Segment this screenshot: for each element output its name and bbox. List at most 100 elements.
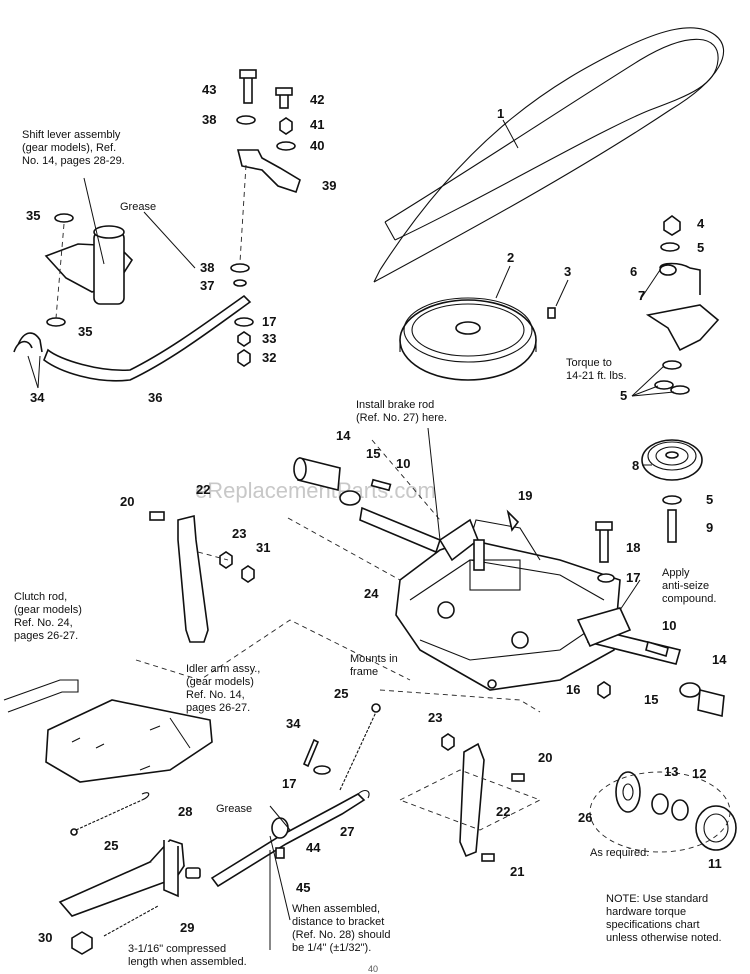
callout-8: 8 [632,458,639,473]
callout-13: 13 [664,764,678,779]
spring-25-mid [339,703,381,791]
callout-34: 34 [30,390,45,405]
note-grease-top: Grease [120,201,156,213]
svg-text:Torque to: Torque to [566,357,612,369]
note-torque-chart: NOTE: Use standard hardware torque speci… [606,893,722,944]
svg-text:Shift lever assembly: Shift lever assembly [22,129,121,141]
drive-belt [373,27,725,283]
callout-17: 17 [626,570,640,585]
callout-38: 38 [202,112,216,127]
callout-5: 5 [620,388,627,403]
callout-4: 4 [697,216,705,231]
svg-text:Install brake rod: Install brake rod [356,399,434,411]
drive-pulley [399,297,537,381]
callout-20: 20 [538,750,552,765]
svg-text:unless otherwise noted.: unless otherwise noted. [606,932,722,944]
svg-text:specifications chart: specifications chart [606,919,700,931]
note-as-required: As required. [590,847,649,859]
spring-29 [103,905,159,937]
svg-text:(gear models): (gear models) [14,604,82,616]
callout-17: 17 [282,776,296,791]
svg-text:(gear models): (gear models) [186,676,254,688]
callout-23: 23 [428,710,442,725]
idler-washer-top [660,242,680,252]
callout-27: 27 [340,824,354,839]
note-torque: Torque to 14-21 ft. lbs. [566,357,627,382]
note-compressed-length: 3-1/16" compressed length when assembled… [128,943,247,968]
callout-30: 30 [38,930,52,945]
callout-1: 1 [497,106,504,121]
note-idler-arm: Idler arm assy., (gear models) Ref. No. … [186,663,260,714]
svg-text:hardware torque: hardware torque [606,906,686,918]
nut-30 [71,931,93,955]
callout-5: 5 [706,492,713,507]
callout-22: 22 [496,804,510,819]
callout-37: 37 [200,278,214,293]
note-grease-bottom: Grease [216,803,252,815]
callout-9: 9 [706,520,713,535]
idler-nut [663,215,681,236]
nut-41 [279,117,293,135]
svg-text:(Ref. No. 27) here.: (Ref. No. 27) here. [356,412,447,424]
note-clutch-rod: Clutch rod, (gear models) Ref. No. 24, p… [14,591,82,642]
callout-33: 33 [262,331,276,346]
wheel-hub-parts [615,771,737,851]
svg-text:When assembled,: When assembled, [292,903,380,915]
note-shift-lever: Shift lever assembly (gear models), Ref.… [22,129,125,167]
svg-text:No. 14, pages 28-29.: No. 14, pages 28-29. [22,155,125,167]
bolt-43 [243,74,253,104]
callout-35: 35 [26,208,40,223]
svg-text:Ref. No. 24,: Ref. No. 24, [14,617,73,629]
callout-19: 19 [518,488,532,503]
callout-10: 10 [396,456,410,471]
callout-11: 11 [708,856,722,871]
page-number: 40 [368,964,378,974]
callout-41: 41 [310,117,324,132]
callout-24: 24 [364,586,379,601]
callout-39: 39 [322,178,336,193]
callout-15: 15 [366,446,380,461]
callout-34: 34 [286,716,301,731]
callout-20: 20 [120,494,134,509]
svg-text:14-21 ft. lbs.: 14-21 ft. lbs. [566,370,627,382]
callout-25: 25 [334,686,348,701]
svg-text:Ref. No. 14,: Ref. No. 14, [186,689,245,701]
callout-18: 18 [626,540,640,555]
svg-text:anti-seize: anti-seize [662,580,709,592]
svg-text:pages 26-27.: pages 26-27. [14,630,78,642]
callout-40: 40 [310,138,324,153]
svg-text:distance to bracket: distance to bracket [292,916,384,928]
svg-text:frame: frame [350,666,378,678]
callout-2: 2 [507,250,514,265]
callout-45: 45 [296,880,310,895]
note-anti-seize: Apply anti-seize compound. [662,567,716,605]
svg-text:(Ref. No. 28) should: (Ref. No. 28) should [292,929,390,941]
callout-43: 43 [202,82,216,97]
svg-text:Mounts in: Mounts in [350,653,398,665]
clutch-plate [45,699,213,783]
idler-arm-22-right [459,742,485,858]
set-screw [547,307,556,319]
brake-rod-27 [210,793,366,888]
bracket-39 [236,149,301,194]
callout-6: 6 [630,264,637,279]
svg-text:3-1/16" compressed: 3-1/16" compressed [128,943,226,955]
note-when-assembled: When assembled, distance to bracket (Ref… [292,903,390,954]
callout-3: 3 [564,264,571,279]
callout-26: 26 [578,810,592,825]
svg-text:(gear models), Ref.: (gear models), Ref. [22,142,116,154]
transaxle [359,506,681,691]
spring-25-left [70,792,150,836]
callout-22: 22 [196,482,210,497]
callout-25: 25 [104,838,118,853]
shift-rod-36 [43,294,252,382]
callout-35: 35 [78,324,92,339]
svg-text:Apply: Apply [662,567,690,579]
callout-44: 44 [306,840,321,855]
callout-17: 17 [262,314,276,329]
callout-10: 10 [662,618,676,633]
callout-38: 38 [200,260,214,275]
callout-14: 14 [336,428,351,443]
callout-21: 21 [510,864,524,879]
